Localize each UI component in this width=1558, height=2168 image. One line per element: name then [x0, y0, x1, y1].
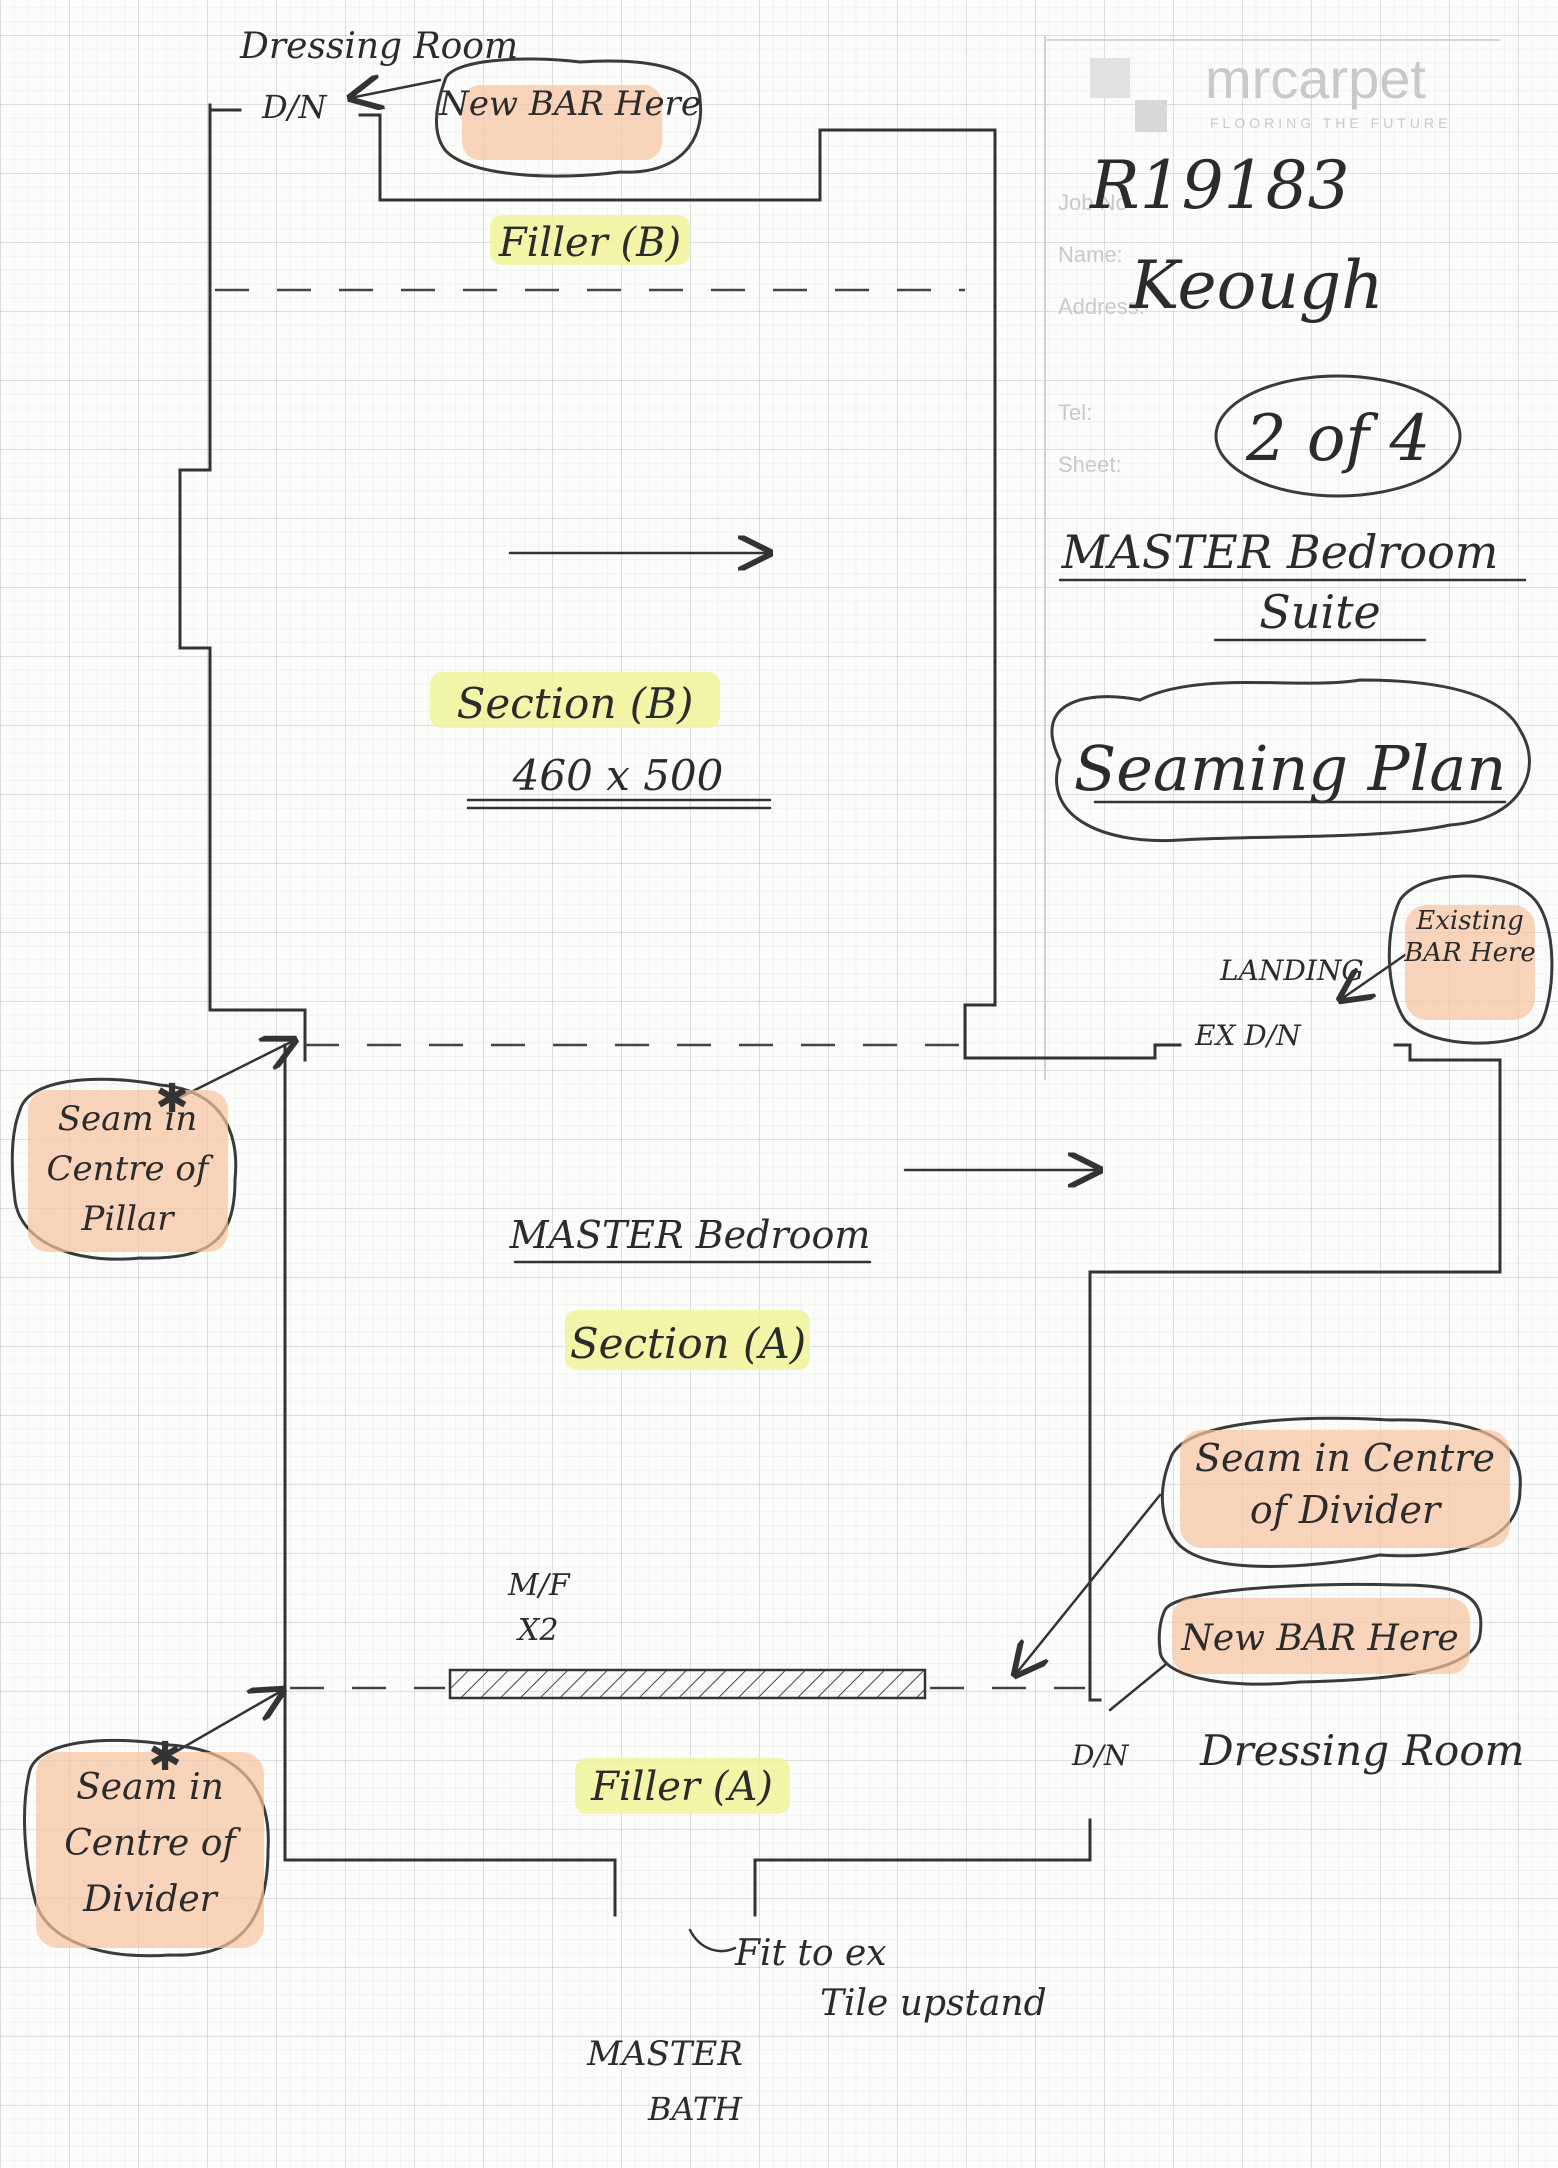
- new-bar-top-label: New BAR Here: [438, 84, 701, 124]
- wall-left-upper: [178, 113, 307, 1062]
- seam-divider-left-asterisk-icon: ✱: [148, 1734, 182, 1780]
- existing-bar-highlight: [1405, 905, 1535, 1020]
- section-a-label: Section (A): [570, 1319, 806, 1368]
- brand-logo-square-small: [1135, 100, 1167, 132]
- filler-a-highlight: [575, 1758, 790, 1814]
- field-name: Name:: [1058, 242, 1123, 267]
- sheet-number-oval: [1214, 374, 1462, 498]
- wall-right-upper: [358, 113, 1182, 1060]
- mf-quantity: X2: [516, 1613, 558, 1648]
- fit-to-label: Fit to ex: [734, 1933, 887, 1974]
- new-bar-right-label: New BAR Here: [1180, 1618, 1458, 1659]
- room-walls: [178, 103, 1502, 1917]
- brand-tagline: FLOORING THE FUTURE: [1210, 115, 1451, 131]
- room-title-line1: MASTER Bedroom: [1061, 525, 1499, 579]
- section-b-size: 460 x 500: [512, 751, 724, 800]
- master-bath-line1: MASTER: [586, 2034, 743, 2074]
- plan-title-cloud: [1050, 678, 1531, 843]
- tile-upstand-label: Tile upstand: [820, 1983, 1047, 2024]
- seam-pillar-label-box: Seam in Centre of Pillar: [46, 1099, 209, 1239]
- filler-b-label: Filler (B): [498, 220, 681, 266]
- sheet-number: 2 of 4: [1245, 402, 1430, 476]
- dressing-room-right-label: Dressing Room: [1199, 1726, 1524, 1775]
- section-a-highlight: [565, 1310, 810, 1370]
- mf-divider-strip-icon: [448, 1668, 927, 1700]
- dressing-room-top-label: Dressing Room: [239, 26, 518, 67]
- customer-name: Keough: [1129, 247, 1384, 324]
- new-bar-top-cloud: [435, 57, 703, 178]
- field-sheet: Sheet:: [1058, 452, 1122, 477]
- seam-divider-left-pointer-arrow-icon: [168, 1690, 283, 1757]
- wall-left-lower: [283, 1043, 1092, 1917]
- master-bath-line2: BATH: [647, 2090, 743, 2128]
- existing-bar-arrow-icon: [1340, 953, 1407, 1000]
- plan-title: Seaming Plan: [1074, 732, 1507, 805]
- filler-a-label: Filler (A): [590, 1764, 773, 1810]
- door-stop-top: [208, 103, 242, 117]
- fit-to-leader: [688, 1928, 737, 1953]
- wall-right-lower: [1088, 1043, 1502, 1702]
- seam-pillar-asterisk-icon: ✱: [155, 1076, 189, 1122]
- existing-bar-label-box: Existing BAR Here: [1404, 906, 1536, 968]
- master-bedroom-label: MASTER Bedroom: [509, 1213, 871, 1257]
- seam-divider-left-label: Seam in Centre of Divider: [64, 1767, 236, 1920]
- existing-bar-cloud: [1387, 874, 1554, 1045]
- door-top-label: D/N: [261, 88, 327, 126]
- new-bar-right-highlight: [1172, 1598, 1470, 1674]
- seam-divider-right-label-box: Seam in Centre of Divider: [1195, 1436, 1495, 1532]
- new-bar-top-arrow-icon: [350, 80, 442, 98]
- field-address: Address:: [1058, 294, 1145, 319]
- field-job-no: Job No: [1058, 190, 1128, 215]
- landing-label: LANDING: [1219, 954, 1364, 987]
- door-right-label: D/N: [1071, 1739, 1130, 1772]
- seam-divider-right-highlight: [1180, 1430, 1510, 1548]
- seam-divider-right-arrow-icon: [1015, 1493, 1162, 1675]
- field-tel: Tel:: [1058, 400, 1092, 425]
- filler-b-highlight: [490, 215, 690, 265]
- seam-pillar-highlight: [28, 1090, 228, 1252]
- existing-bar-label: Existing BAR Here: [1404, 906, 1536, 968]
- ex-door-label: EX D/N: [1194, 1019, 1302, 1052]
- seam-pillar-label: Seam in Centre of Pillar: [46, 1099, 209, 1239]
- mf-label: M/F: [507, 1568, 571, 1603]
- job-number: R19183: [1089, 147, 1350, 224]
- seam-divider-left-label-box: Seam in Centre of Divider: [64, 1767, 236, 1920]
- section-b-label: Section (B): [457, 679, 694, 728]
- brand-logo-square: [1090, 58, 1130, 98]
- brand-name: mrcarpet: [1205, 47, 1426, 110]
- room-title-line2: Suite: [1259, 585, 1381, 639]
- seam-divider-right-label: Seam in Centre of Divider: [1195, 1436, 1495, 1532]
- seam-divider-left-highlight: [36, 1752, 264, 1948]
- new-bar-right-leader: [1108, 1663, 1167, 1712]
- title-block: mrcarpet FLOORING THE FUTURE Job No Name…: [1044, 35, 1531, 1080]
- section-b-highlight: [430, 672, 720, 728]
- new-bar-top-highlight: [462, 85, 662, 160]
